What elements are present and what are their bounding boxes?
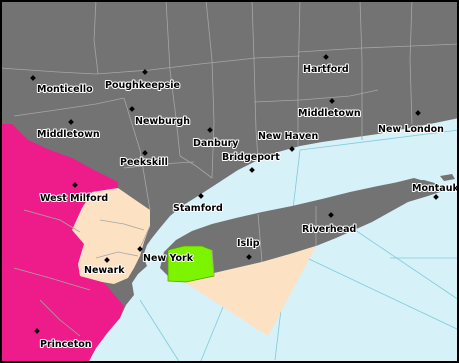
city-label: Monticello — [37, 84, 93, 95]
city-islip: Islip — [236, 237, 261, 260]
city-dot — [104, 257, 110, 263]
city-montauk: Montauk — [411, 182, 459, 200]
city-dot — [415, 110, 421, 116]
city-newburgh: Newburgh — [129, 106, 191, 128]
city-label: Poughkeepsie — [105, 80, 180, 91]
city-label: Newark — [84, 265, 125, 276]
city-label: Islip — [237, 238, 260, 249]
city-dot — [142, 69, 148, 75]
city-dot — [68, 119, 74, 125]
city-dot — [129, 106, 135, 112]
city-label: Bridgeport — [222, 152, 280, 163]
island-east — [440, 174, 455, 181]
city-label: New London — [378, 124, 444, 135]
city-newark: Newark — [83, 257, 126, 277]
city-middletown-ct: Middletown — [297, 98, 362, 120]
city-label: Hartford — [303, 64, 349, 75]
city-label: Newburgh — [135, 116, 190, 127]
long-island — [160, 180, 446, 278]
marine-zone-lines — [139, 129, 459, 363]
city-middletown-ny: Middletown — [36, 119, 101, 141]
city-poughkeepsie: Poughkeepsie — [104, 69, 181, 92]
city-dot — [246, 254, 252, 260]
city-markers: Monticello Poughkeepsie Hartford Middlet… — [30, 54, 459, 351]
city-riverhead: Riverhead — [301, 212, 357, 236]
city-label: Peekskill — [120, 157, 168, 168]
city-dot — [137, 246, 143, 252]
city-dot — [72, 182, 78, 188]
city-label: Montauk — [412, 183, 459, 194]
city-label: New York — [143, 253, 194, 264]
city-stamford: Stamford — [172, 193, 224, 215]
north-fork — [350, 178, 424, 199]
city-new-haven: New Haven — [257, 130, 319, 152]
city-dot — [142, 150, 148, 156]
city-west-milford: West Milford — [39, 182, 109, 205]
alert-area-tan-ocean — [178, 246, 316, 336]
city-dot — [198, 193, 204, 199]
city-dot — [328, 212, 334, 218]
alert-area-tan-nj — [72, 188, 150, 284]
city-dot — [249, 167, 255, 173]
city-label: Princeton — [40, 339, 92, 350]
city-label: West Milford — [40, 193, 108, 204]
city-hartford: Hartford — [302, 54, 350, 76]
city-bridgeport: Bridgeport — [221, 151, 281, 173]
county-boundaries — [0, 0, 459, 337]
city-new-london: New London — [377, 110, 445, 136]
city-label: New Haven — [258, 131, 318, 142]
city-dot — [329, 98, 335, 104]
city-peekskill: Peekskill — [119, 150, 169, 169]
city-danbury: Danbury — [192, 127, 240, 150]
city-label: Riverhead — [302, 224, 356, 235]
city-label: Danbury — [193, 138, 239, 149]
city-label: Stamford — [173, 203, 223, 214]
city-dot — [433, 194, 439, 200]
city-label: Middletown — [298, 108, 361, 119]
city-dot — [289, 146, 295, 152]
alert-area-magenta — [0, 124, 124, 363]
city-label: Middletown — [37, 129, 100, 140]
city-new-york: New York — [137, 246, 195, 265]
city-dot — [207, 127, 213, 133]
alert-area-green — [167, 245, 215, 283]
